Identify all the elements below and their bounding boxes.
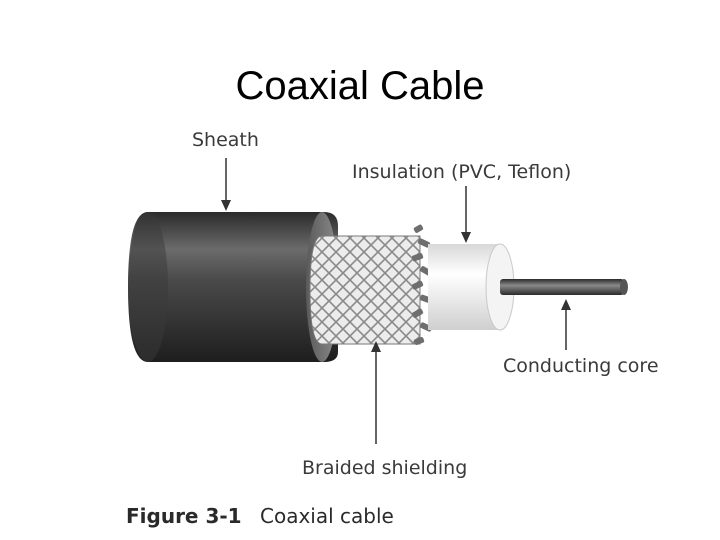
pointer-arrows: [221, 158, 571, 444]
slide-title: Coaxial Cable: [235, 64, 485, 108]
label-conducting-core: Conducting core: [503, 355, 659, 377]
figure-caption: Coaxial cable: [260, 504, 394, 528]
label-sheath: Sheath: [192, 129, 259, 151]
sheath-jacket: [128, 212, 338, 362]
braided-shield: [309, 224, 433, 345]
insulation-layer: [428, 243, 515, 331]
label-braided-shielding: Braided shielding: [302, 457, 467, 479]
figure-number: Figure 3-1: [126, 504, 242, 528]
label-insulation: Insulation (PVC, Teflon): [352, 161, 571, 183]
conducting-core: [500, 279, 628, 295]
